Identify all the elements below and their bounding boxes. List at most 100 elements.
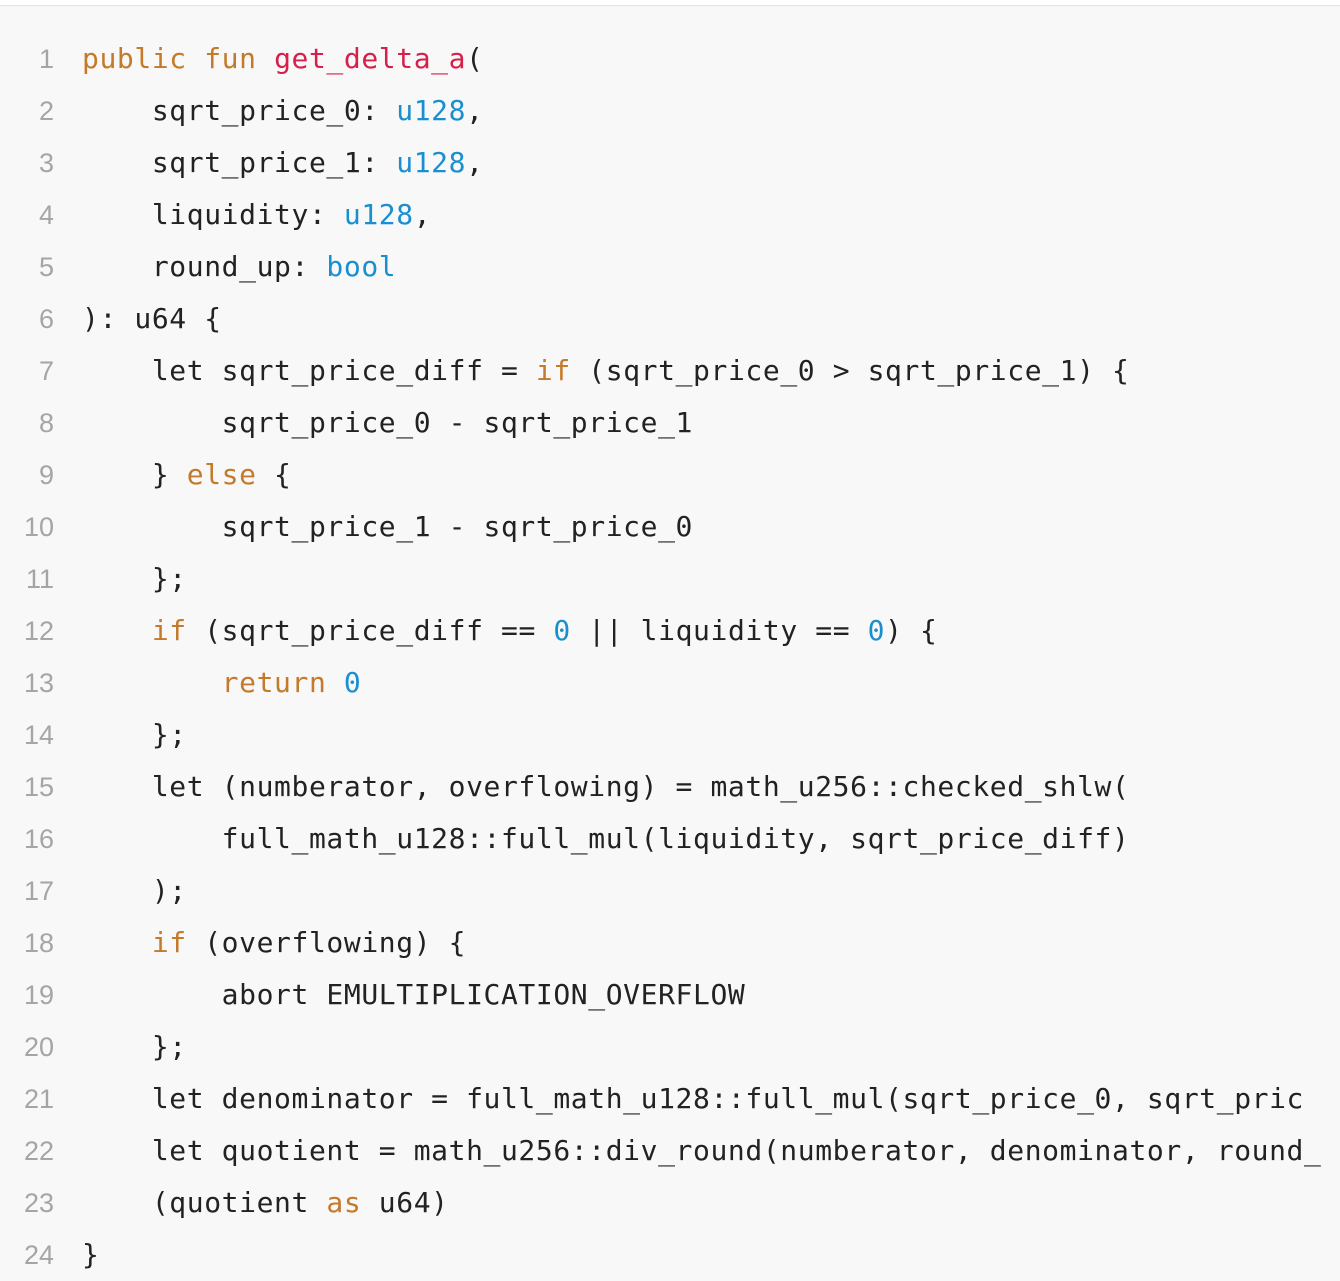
- code-token: round_up:: [82, 250, 327, 283]
- code-token: (: [466, 42, 484, 75]
- line-number: 15: [23, 772, 54, 802]
- code-token: public: [82, 42, 187, 75]
- code-token: ) {: [885, 614, 938, 647]
- code-token: if: [151, 926, 187, 959]
- code-text: sqrt_price_1 - sqrt_price_0: [82, 501, 693, 553]
- code-token: (sqrt_price_0 > sqrt_price_1) {: [570, 354, 1130, 387]
- code-token: u128: [396, 94, 467, 127]
- line-number: 18: [23, 928, 54, 958]
- code-text: full_math_u128::full_mul(liquidity, sqrt…: [82, 813, 1129, 865]
- code-line: 20 };: [0, 1021, 1340, 1073]
- line-number: 21: [23, 1084, 54, 1114]
- code-token: {: [256, 458, 292, 491]
- code-token: [82, 666, 222, 699]
- code-token: );: [82, 874, 187, 907]
- code-token: let (numberator, overflowing) = math_u25…: [82, 770, 1130, 803]
- code-text: sqrt_price_0 - sqrt_price_1: [82, 397, 693, 449]
- code-token: bool: [326, 250, 397, 283]
- line-number: 24: [23, 1240, 54, 1270]
- code-line: 16 full_math_u128::full_mul(liquidity, s…: [0, 813, 1340, 865]
- code-line: 5 round_up: bool: [0, 241, 1340, 293]
- code-text: (quotient as u64): [82, 1177, 449, 1229]
- code-token: full_math_u128::full_mul(liquidity, sqrt…: [82, 822, 1130, 855]
- code-text: }: [82, 1229, 99, 1281]
- code-line: 8 sqrt_price_0 - sqrt_price_1: [0, 397, 1340, 449]
- line-number: 17: [23, 876, 54, 906]
- code-line: 3 sqrt_price_1: u128,: [0, 137, 1340, 189]
- code-text: if (overflowing) {: [82, 917, 466, 969]
- code-token: return: [221, 666, 327, 699]
- code-token: (quotient: [82, 1186, 327, 1219]
- code-line: 13 return 0: [0, 657, 1340, 709]
- code-token: }: [82, 458, 187, 491]
- code-line: 18 if (overflowing) {: [0, 917, 1340, 969]
- code-token: [257, 42, 274, 75]
- code-line: 22 let quotient = math_u256::div_round(n…: [0, 1125, 1340, 1177]
- line-number: 22: [23, 1136, 54, 1166]
- code-text: };: [82, 553, 187, 605]
- code-token: sqrt_price_1 - sqrt_price_0: [82, 510, 694, 543]
- code-line: 23 (quotient as u64): [0, 1177, 1340, 1229]
- code-text: };: [82, 1021, 187, 1073]
- line-number: 1: [38, 44, 54, 74]
- code-token: u128: [396, 146, 467, 179]
- code-text: let (numberator, overflowing) = math_u25…: [82, 761, 1129, 813]
- code-line: 10 sqrt_price_1 - sqrt_price_0: [0, 501, 1340, 553]
- code-token: sqrt_price_0 - sqrt_price_1: [82, 406, 694, 439]
- code-token: as: [326, 1186, 362, 1219]
- code-text: round_up: bool: [82, 241, 396, 293]
- code-line: 15 let (numberator, overflowing) = math_…: [0, 761, 1340, 813]
- line-number: 13: [23, 668, 54, 698]
- code-token: }: [82, 1238, 100, 1271]
- code-text: );: [82, 865, 187, 917]
- code-line: 1 public fun get_delta_a(: [0, 33, 1340, 85]
- code-token: (overflowing) {: [186, 926, 467, 959]
- code-token: sqrt_price_0:: [82, 94, 397, 127]
- code-token: ,: [466, 94, 484, 127]
- code-token: ,: [466, 146, 484, 179]
- code-line: 2 sqrt_price_0: u128,: [0, 85, 1340, 137]
- code-token: u128: [343, 198, 414, 231]
- code-text: abort EMULTIPLICATION_OVERFLOW: [82, 969, 745, 1021]
- line-number: 2: [38, 96, 54, 126]
- code-line: 11 };: [0, 553, 1340, 605]
- code-token: else: [186, 458, 257, 491]
- code-token: 0: [343, 666, 362, 699]
- code-token: || liquidity ==: [570, 614, 868, 647]
- top-border: [0, 0, 1340, 6]
- code-line: 6 ): u64 {: [0, 293, 1340, 345]
- code-token: 0: [553, 614, 571, 647]
- line-number: 23: [23, 1188, 54, 1218]
- code-text: public fun get_delta_a(: [82, 33, 484, 85]
- code-token: ): u64 {: [82, 302, 222, 335]
- code-token: 0: [867, 614, 886, 647]
- code-token: (sqrt_price_diff ==: [186, 614, 554, 647]
- code-text: liquidity: u128,: [82, 189, 431, 241]
- line-number: 20: [23, 1032, 54, 1062]
- code-line: 19 abort EMULTIPLICATION_OVERFLOW: [0, 969, 1340, 1021]
- code-line: 21 let denominator = full_math_u128::ful…: [0, 1073, 1340, 1125]
- line-number: 6: [38, 304, 54, 334]
- code-line: 17 );: [0, 865, 1340, 917]
- code-text: let denominator = full_math_u128::full_m…: [82, 1073, 1304, 1125]
- code-text: sqrt_price_0: u128,: [82, 85, 484, 137]
- code-token: sqrt_price_1:: [82, 146, 397, 179]
- code-text: };: [82, 709, 187, 761]
- code-token: [187, 42, 204, 75]
- code-text: if (sqrt_price_diff == 0 || liquidity ==…: [82, 605, 937, 657]
- code-line: 9 } else {: [0, 449, 1340, 501]
- line-number: 9: [38, 460, 54, 490]
- code-token: };: [82, 1030, 187, 1063]
- code-token: ,: [413, 198, 432, 231]
- line-number: 12: [23, 616, 54, 646]
- code-text: let sqrt_price_diff = if (sqrt_price_0 >…: [82, 345, 1129, 397]
- code-token: if: [151, 614, 187, 647]
- code-token: fun: [204, 42, 257, 75]
- code-token: get_delta_a: [274, 42, 467, 75]
- code-token: let denominator = full_math_u128::full_m…: [82, 1082, 1305, 1115]
- code-token: let sqrt_price_diff =: [82, 354, 536, 387]
- line-number: 11: [25, 564, 54, 594]
- code-token: };: [82, 562, 187, 595]
